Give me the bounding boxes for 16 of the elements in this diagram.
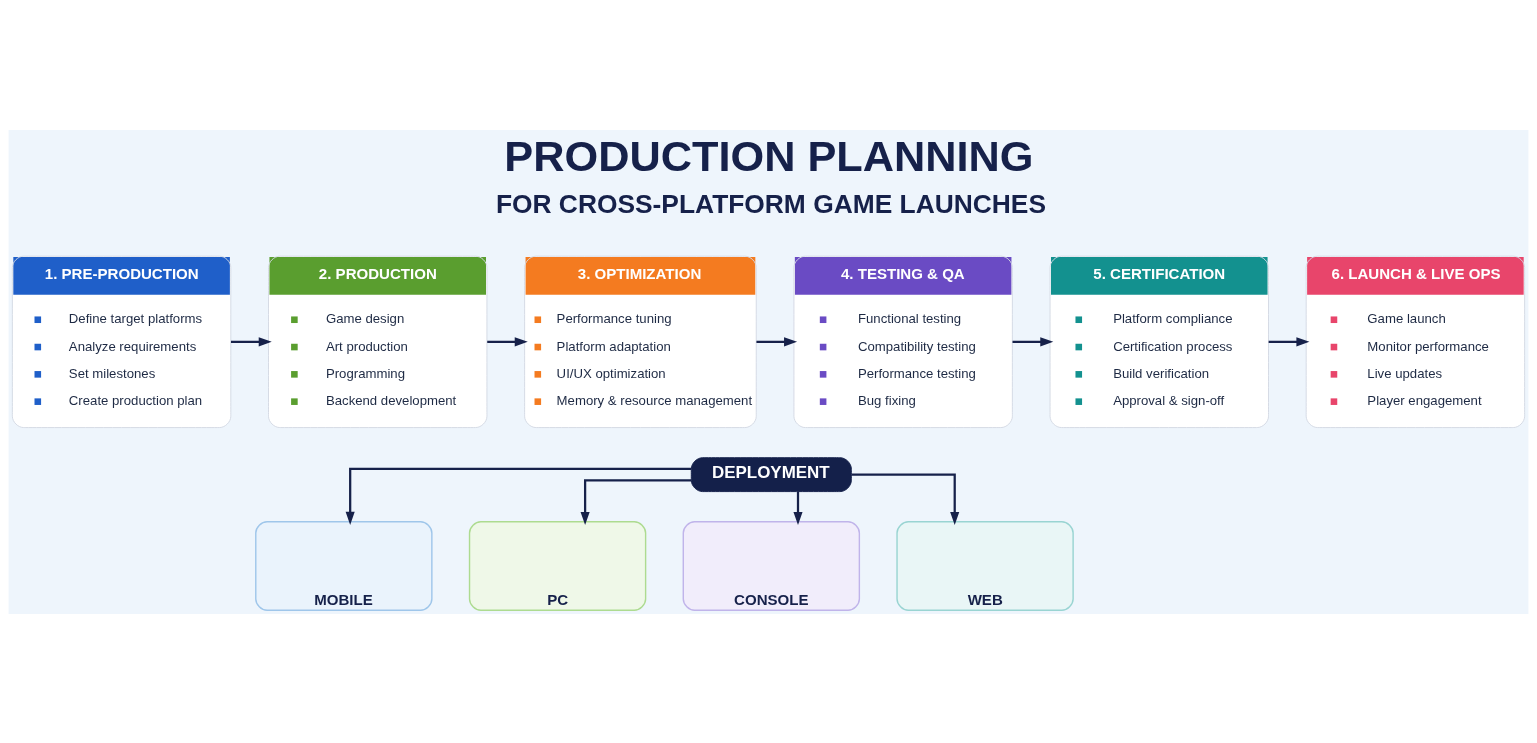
arrow [756,336,798,346]
arrow [1268,336,1310,346]
node-box: PC [468,520,647,611]
node-box: MOBILE [255,520,433,611]
node-box: WEB [896,520,1074,611]
arrow [580,478,692,525]
arrow [230,336,272,346]
arrow [851,473,960,525]
arrow [345,467,692,525]
arrow [1012,336,1054,346]
arrow [487,336,528,346]
node-box: DEPLOYMENT [690,456,852,492]
node-box: CONSOLE [682,520,861,611]
arrow [793,491,803,525]
label: FOR CROSS-PLATFORM GAME LAUNCHES [495,188,1047,219]
diagram-title: PRODUCTION PLANNING [504,131,1034,180]
